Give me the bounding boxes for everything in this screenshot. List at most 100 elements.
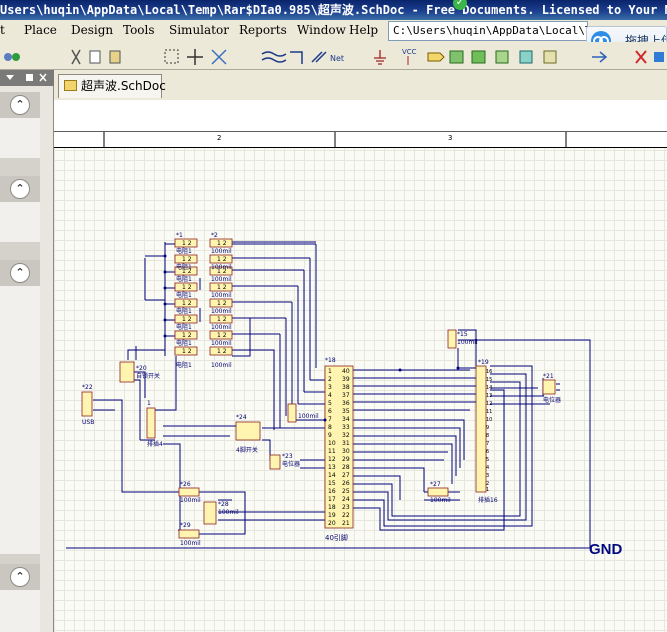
svg-text:*1: *1 xyxy=(176,232,183,239)
schematic-canvas[interactable] xyxy=(54,100,667,632)
svg-text:25: 25 xyxy=(342,488,350,495)
scissors-icon[interactable] xyxy=(71,49,81,65)
pin-icon xyxy=(26,74,33,81)
port-icon[interactable] xyxy=(427,52,445,62)
svg-text:电位器: 电位器 xyxy=(282,460,300,468)
svg-text:21: 21 xyxy=(342,520,350,527)
svg-text:11: 11 xyxy=(328,448,336,455)
svg-text:1 2: 1 2 xyxy=(182,256,192,263)
svg-text:1: 1 xyxy=(328,368,332,375)
sheet-entry-icon[interactable] xyxy=(471,50,486,64)
schematic-doc-icon xyxy=(64,80,77,91)
svg-text:22: 22 xyxy=(342,512,350,519)
panel-section-body xyxy=(0,118,40,158)
tool-icon-nav[interactable] xyxy=(4,53,20,61)
close-icon[interactable] xyxy=(635,50,647,64)
select-box-icon[interactable] xyxy=(164,49,179,64)
svg-text:*19: *19 xyxy=(478,359,489,366)
more-icon[interactable] xyxy=(654,52,664,62)
svg-text:18: 18 xyxy=(328,504,336,511)
svg-text:电阻1: 电阻1 xyxy=(176,361,192,369)
svg-text:2: 2 xyxy=(486,481,489,487)
svg-text:16: 16 xyxy=(486,369,492,375)
part-icon[interactable] xyxy=(519,50,533,64)
svg-text:4脚开关: 4脚开关 xyxy=(236,446,258,454)
arrow-icon[interactable] xyxy=(592,51,608,63)
chevron-up-icon[interactable]: ⌃ xyxy=(10,567,30,587)
tab-schdoc-label: 超声波.SchDoc xyxy=(81,79,166,93)
gnd-port-icon[interactable] xyxy=(374,50,386,65)
svg-text:电阻1: 电阻1 xyxy=(176,263,192,271)
svg-text:23: 23 xyxy=(342,504,350,511)
svg-text:7: 7 xyxy=(328,416,332,423)
bus-entry-icon[interactable] xyxy=(311,51,327,63)
vcc-port-icon[interactable]: VCC xyxy=(402,48,417,65)
menu-item-simulator[interactable]: Simulator xyxy=(169,23,229,37)
self-lock-switch: *20 自锁开关 xyxy=(119,361,160,383)
check-icon: ✓ xyxy=(453,0,467,10)
chevron-up-icon[interactable]: ⌃ xyxy=(10,263,30,283)
svg-text:*24: *24 xyxy=(236,414,247,421)
menu-item-reports[interactable]: Reports xyxy=(239,23,287,37)
svg-text:20: 20 xyxy=(328,520,336,527)
svg-text:19: 19 xyxy=(328,512,336,519)
path-input[interactable]: C:\Users\huqin\AppData\Local\Te xyxy=(388,21,588,41)
svg-text:7: 7 xyxy=(486,441,489,447)
svg-text:9: 9 xyxy=(328,432,332,439)
svg-text:*27: *27 xyxy=(430,481,441,488)
svg-text:电阻1: 电阻1 xyxy=(176,275,192,283)
menu-item-place[interactable]: Place xyxy=(24,23,57,37)
svg-text:VCC: VCC xyxy=(402,48,417,56)
svg-text:3: 3 xyxy=(328,384,332,391)
svg-text:6: 6 xyxy=(486,449,489,455)
panel-header-icons xyxy=(6,73,47,82)
net-label-icon[interactable]: Net xyxy=(330,54,344,63)
ruler-ticks xyxy=(103,132,567,148)
paste-icon[interactable] xyxy=(109,50,121,64)
sheet-icon[interactable] xyxy=(449,50,464,64)
svg-text:100mil: 100mil xyxy=(211,340,232,347)
svg-text:8: 8 xyxy=(486,433,489,439)
svg-text:38: 38 xyxy=(342,384,350,391)
panel-section-body xyxy=(0,286,40,554)
window-title-bar: Users\huqin\AppData\Local\Temp\Rar$DIa0.… xyxy=(0,0,667,20)
svg-text:1: 1 xyxy=(147,400,151,407)
component-icon[interactable] xyxy=(495,50,509,64)
resistor-vertical: 100mil xyxy=(287,403,319,423)
svg-text:排插4: 排插4 xyxy=(147,440,163,448)
copy-icon[interactable] xyxy=(89,50,101,64)
svg-text:26: 26 xyxy=(342,480,350,487)
svg-text:100mil: 100mil xyxy=(457,339,478,346)
menu-item-window[interactable]: Window xyxy=(297,23,346,37)
svg-text:100mil: 100mil xyxy=(211,324,232,331)
svg-text:电阻1: 电阻1 xyxy=(176,339,192,347)
panel-gap xyxy=(0,554,40,564)
bus-icon[interactable] xyxy=(261,51,287,63)
menu-item-tools[interactable]: Tools xyxy=(123,23,155,37)
chevron-up-icon[interactable]: ⌃ xyxy=(10,179,30,199)
svg-text:15: 15 xyxy=(486,377,492,383)
move-icon[interactable] xyxy=(187,49,203,65)
tab-schdoc[interactable]: 超声波.SchDoc xyxy=(58,74,166,98)
directive-icon[interactable] xyxy=(543,50,557,64)
menu-item-tail[interactable]: t xyxy=(0,23,5,37)
menu-item-design[interactable]: Design xyxy=(71,23,114,37)
svg-text:35: 35 xyxy=(342,408,350,415)
panel-gap xyxy=(0,242,40,260)
svg-text:1 2: 1 2 xyxy=(217,300,227,307)
header-16: *19 排插16 16 15 14 13 12 11 10 9 8 7 6 5 … xyxy=(475,359,498,504)
window-title: Users\huqin\AppData\Local\Temp\Rar$DIa0.… xyxy=(0,3,667,17)
component-28: *28 100mil xyxy=(203,501,239,525)
svg-text:13: 13 xyxy=(328,464,336,471)
gnd-net-label: GND xyxy=(589,541,623,558)
menu-item-help[interactable]: Help xyxy=(349,23,379,37)
svg-text:32: 32 xyxy=(342,432,350,439)
cross-move-icon[interactable] xyxy=(211,49,227,65)
resistor-26: *26 100mil xyxy=(178,481,201,504)
svg-text:1 2: 1 2 xyxy=(217,348,227,355)
svg-text:电阻1: 电阻1 xyxy=(176,247,192,255)
wire-icon[interactable] xyxy=(290,51,303,64)
chevron-up-icon[interactable]: ⌃ xyxy=(10,95,30,115)
